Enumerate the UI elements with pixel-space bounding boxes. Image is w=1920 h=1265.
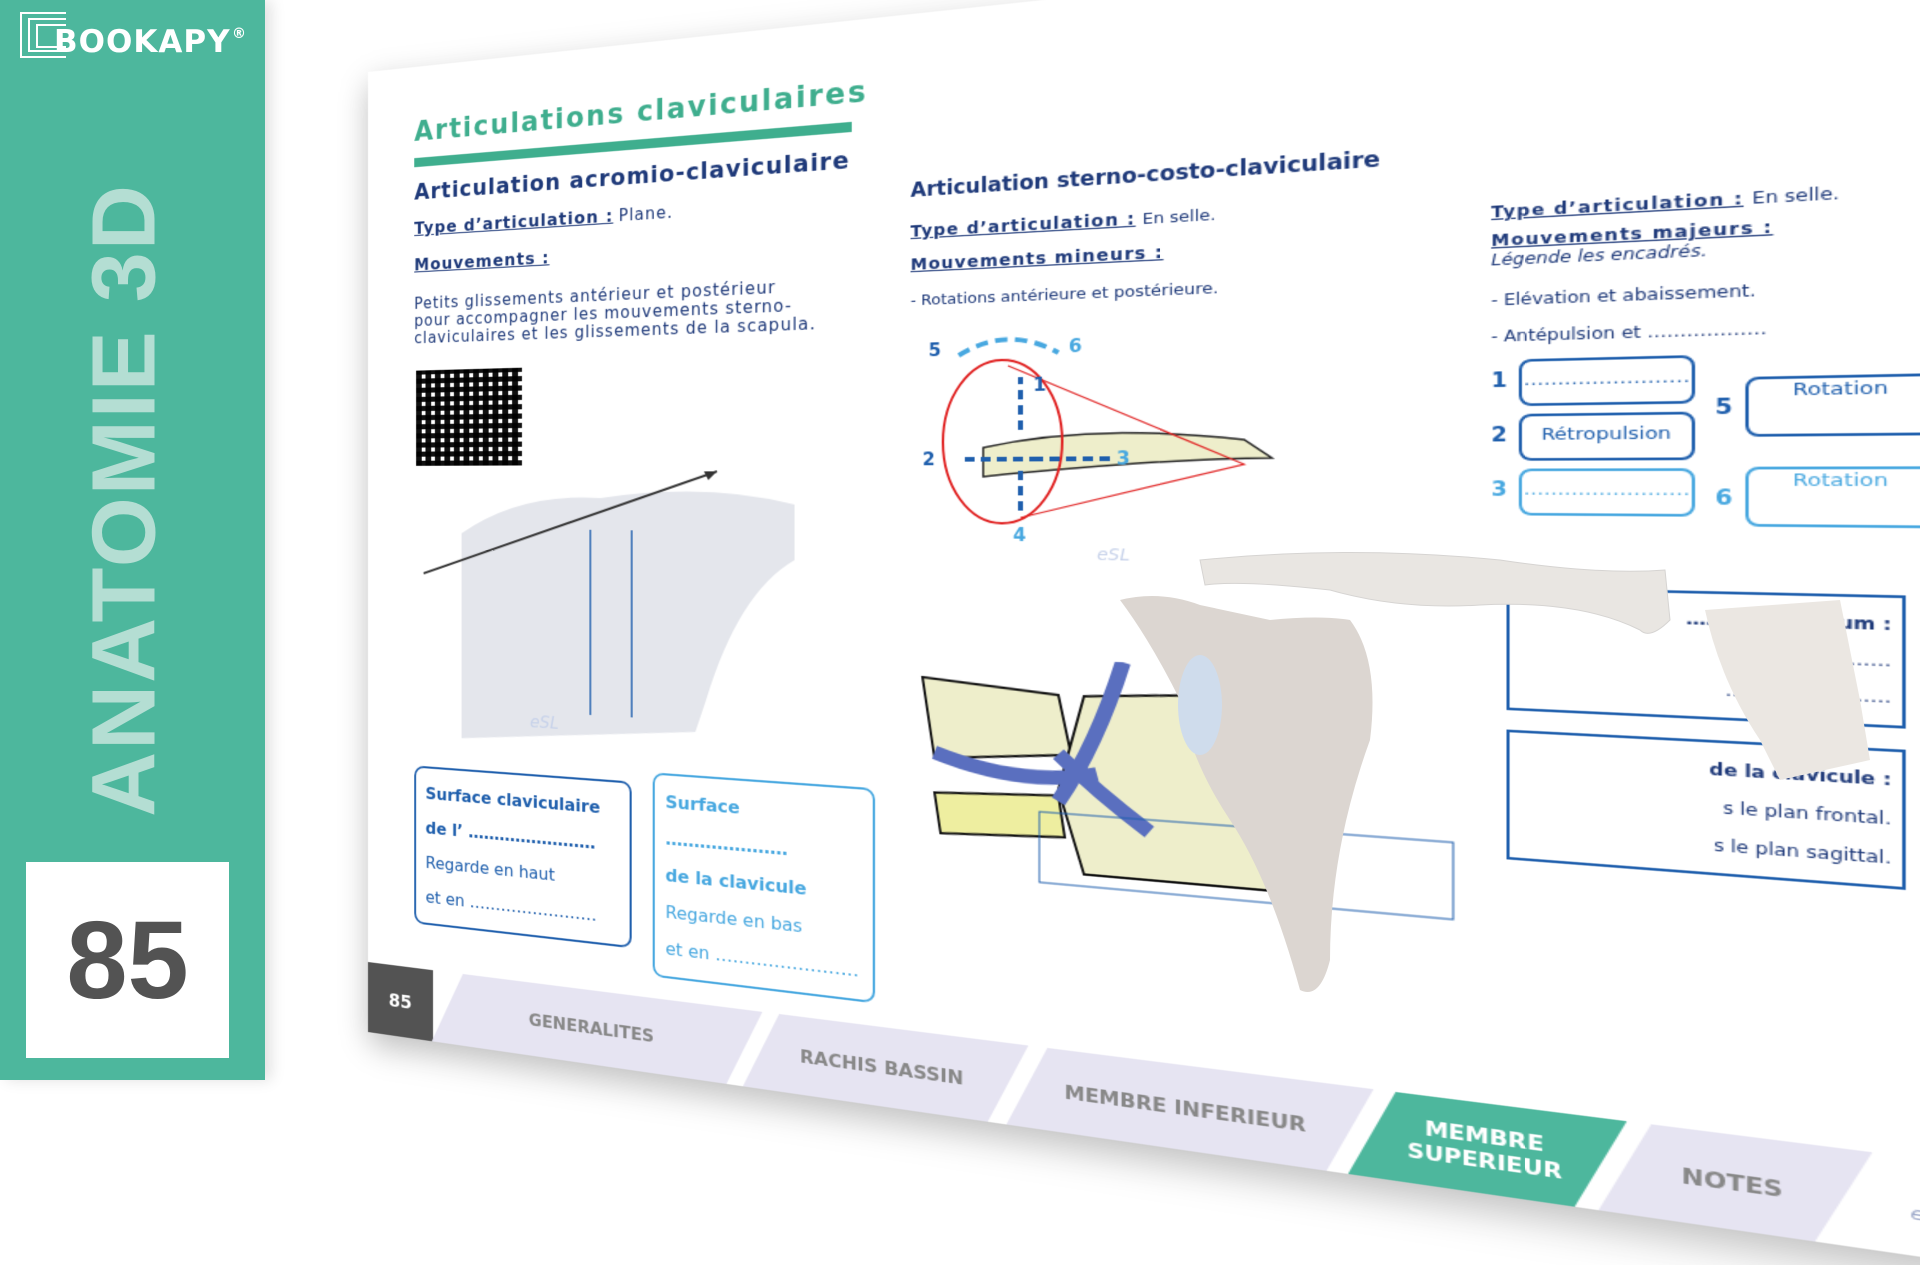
- bookapy-logo: BOOKAPY ®: [18, 12, 248, 60]
- page-number-badge: 85: [26, 862, 229, 1058]
- svg-text:4: 4: [1013, 526, 1026, 546]
- esl-logo: eSL: [1910, 1203, 1920, 1230]
- footer-nav: 85 GENERALITES RACHIS BASSIN MEMBRE INFE…: [368, 962, 1920, 1265]
- saddle-joint-diagram: [911, 654, 1476, 948]
- tab-rachis-bassin[interactable]: RACHIS BASSIN: [743, 1014, 1029, 1122]
- type-label: Type d’articulation :: [414, 205, 613, 238]
- movements-label: Mouvements :: [414, 247, 549, 274]
- svg-text:eSL: eSL: [530, 712, 559, 733]
- answer-box-3[interactable]: ……………………: [1519, 468, 1695, 517]
- box-number: 5: [1715, 395, 1733, 420]
- sidebar: BOOKAPY ® ANATOMIE 3D 85: [0, 0, 265, 1080]
- type-value: En selle.: [1752, 184, 1839, 208]
- acromio-illustration: eSL: [405, 448, 863, 787]
- registered-mark: ®: [232, 26, 246, 42]
- answer-box-6[interactable]: Rotation: [1745, 466, 1920, 528]
- tab-membre-superieur[interactable]: MEMBRE SUPERIEUR: [1348, 1092, 1627, 1207]
- minor-movements-text: - Rotations antérieure et postérieure.: [911, 280, 1219, 310]
- type-value: En selle.: [1142, 206, 1215, 228]
- sternoclavicular-diagram: 5 6 1 2 3 4 eSL: [911, 307, 1343, 571]
- tab-notes[interactable]: NOTES: [1599, 1124, 1873, 1241]
- svg-text:3: 3: [1116, 450, 1130, 470]
- type-value: Plane.: [619, 203, 674, 226]
- type-label: Type d’articulation :: [1491, 189, 1743, 221]
- major-item-elevation: - Elévation et abaissement.: [1491, 281, 1756, 309]
- minor-movements-label: Mouvements mineurs :: [911, 243, 1164, 274]
- major-item-antepulsion: - Antépulsion et ………………: [1491, 319, 1767, 346]
- tab-generalites[interactable]: GENERALITES: [432, 974, 763, 1084]
- label-box-clavicular-surface[interactable]: Surface claviculairede l’ ……………………Regard…: [414, 765, 631, 948]
- type-label: Type d’articulation :: [911, 210, 1136, 241]
- answer-box-2[interactable]: Rétropulsion: [1519, 412, 1695, 461]
- tab-membre-inferieur[interactable]: MEMBRE INFERIEUR: [1006, 1048, 1373, 1171]
- box-number: 1: [1491, 369, 1507, 393]
- box-number: 6: [1715, 486, 1733, 510]
- brand-name: BOOKAPY: [54, 24, 231, 60]
- clavicle-box[interactable]: de la clavicule :s le plan frontal.s le …: [1507, 730, 1906, 890]
- footer-page-number: 85: [368, 962, 433, 1041]
- box-number: 3: [1491, 478, 1507, 501]
- label-box-acromial-surface[interactable]: Surface …………………de la claviculeRegarde en…: [653, 772, 875, 1003]
- svg-text:5: 5: [928, 342, 941, 362]
- svg-text:2: 2: [922, 451, 935, 470]
- box-number: 2: [1491, 423, 1507, 446]
- answer-box-5[interactable]: Rotation: [1745, 373, 1920, 437]
- book-page: Articulations claviculaires Articulation…: [368, 0, 1920, 1265]
- svg-text:6: 6: [1069, 337, 1082, 357]
- page-title: Articulations claviculaires: [414, 75, 868, 148]
- svg-text:1: 1: [1033, 376, 1046, 396]
- sternum-box[interactable]: ……. du sternum :…………………………………………: [1507, 587, 1906, 729]
- sterno-heading: Articulation sterno-costo-claviculaire: [911, 148, 1381, 203]
- movements-text: Petits glissements antérieur et postérie…: [414, 277, 816, 348]
- vertical-title: ANATOMIE 3D: [74, 183, 177, 817]
- svg-text:eSL: eSL: [1097, 546, 1130, 565]
- answer-box-1[interactable]: ……………………: [1519, 355, 1695, 406]
